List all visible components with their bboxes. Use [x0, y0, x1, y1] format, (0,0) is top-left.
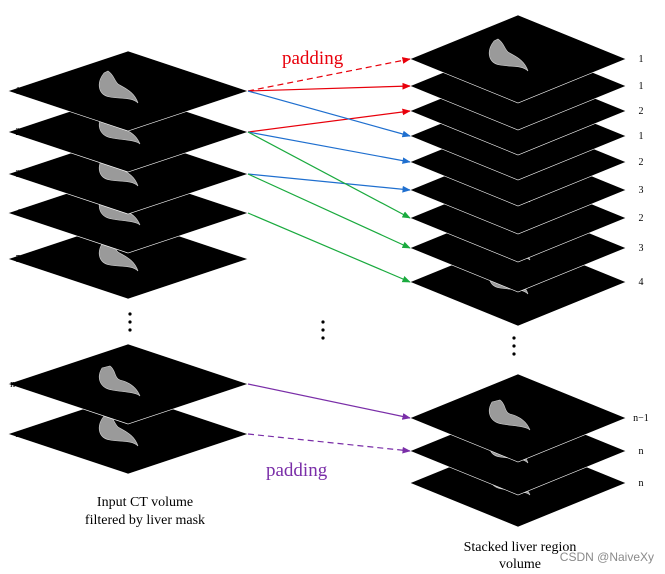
right-slice-label: n: [639, 446, 644, 457]
right-slice-label: 3: [639, 243, 644, 254]
right-slice-label: 2: [639, 106, 644, 117]
right-slice-label: 2: [639, 213, 644, 224]
arrow-green: [247, 173, 411, 249]
left-slice-stack: 1 2 3 4 5 n−1 n: [7, 50, 249, 475]
watermark: CSDN @NaiveXy: [560, 550, 654, 564]
right-slice-label: 2: [639, 157, 644, 168]
arrow-blue: [247, 173, 411, 193]
arrow-group: [247, 57, 411, 454]
right-slice-label: 1: [639, 54, 644, 65]
padding-label-top: padding: [282, 48, 344, 69]
right-slice-label: n: [639, 478, 644, 489]
left-caption-line2: filtered by liver mask: [85, 513, 205, 528]
left-slice-label: 1: [16, 86, 21, 97]
arrow-red: [247, 82, 411, 92]
left-slice-1: [7, 50, 249, 132]
right-caption-line2: volume: [499, 557, 541, 572]
arrow-blue: [247, 131, 411, 164]
arrow-red: [247, 108, 411, 133]
right-slice-1: [409, 14, 627, 104]
arrow-purple: [247, 383, 411, 420]
left-slice-label: 4: [16, 208, 21, 219]
left-slice-label: 5: [16, 254, 21, 265]
liver-shape: [98, 70, 139, 104]
arrow-green: [247, 131, 411, 219]
liver-shape: [489, 399, 531, 431]
left-slice-label: 2: [16, 127, 21, 138]
liver-shape: [488, 38, 529, 72]
liver-shape: [99, 365, 141, 397]
arrow-green: [247, 212, 411, 283]
arrow-purple: [247, 433, 411, 454]
left-slice-label: n−1: [10, 379, 26, 390]
middle-ellipsis: [321, 320, 325, 340]
left-ellipsis: [128, 312, 132, 332]
right-slice-label: 1: [639, 81, 644, 92]
right-slice-label: 1: [639, 131, 644, 142]
right-slice-label: 4: [639, 277, 644, 288]
arrow-red: [247, 57, 411, 92]
right-slice-label: 3: [639, 185, 644, 196]
right-caption-line1: Stacked liver region: [464, 540, 577, 555]
right-slice-label: n−1: [633, 413, 649, 424]
left-slice-label: n: [16, 429, 21, 440]
left-slice-6: [7, 343, 249, 425]
right-ellipsis: [512, 336, 516, 356]
padding-label-bottom: padding: [266, 460, 328, 481]
left-slice-label: 3: [16, 169, 21, 180]
liver-shape: [98, 413, 139, 447]
left-slice-5: [7, 218, 249, 300]
right-slice-10: [409, 373, 627, 463]
right-slice-stack: 1 1 2 1 2 3 2 3 4 n−1 n n: [409, 14, 649, 528]
arrow-blue: [247, 90, 411, 138]
left-caption-line1: Input CT volume: [97, 495, 193, 510]
